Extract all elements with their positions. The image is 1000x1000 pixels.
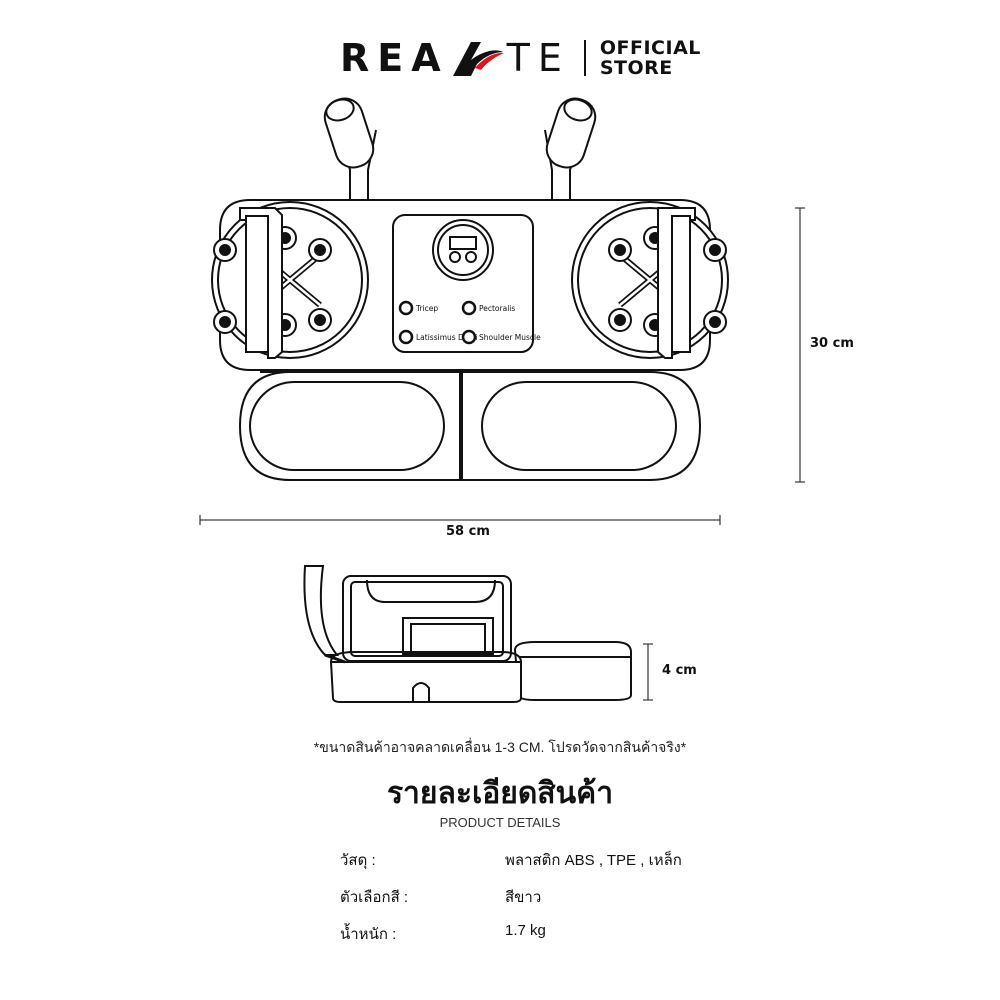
brand-store-line2: STORE bbox=[599, 57, 673, 79]
detail-row-weight: น้ำหนัก : 1.7 kg bbox=[340, 922, 740, 946]
depth-dimension-label: 4 cm bbox=[662, 663, 697, 678]
brand-divider bbox=[583, 40, 586, 76]
width-dimension-line bbox=[199, 515, 721, 525]
height-dimension-line bbox=[795, 207, 805, 483]
detail-row-material: วัสดุ : พลาสติก ABS , TPE , เหล็ก bbox=[340, 848, 740, 872]
panel-button-tricep: Tricep bbox=[398, 300, 438, 316]
panel-button-pectoralis-label: Pectoralis bbox=[479, 304, 515, 313]
device-side-view-drawing bbox=[303, 565, 632, 703]
panel-button-tricep-label: Tricep bbox=[415, 304, 438, 313]
height-dimension-label: 30 cm bbox=[810, 336, 854, 351]
panel-button-shoulder-muscle-label: Shoulder Muscle bbox=[479, 333, 541, 342]
detail-value: พลาสติก ABS , TPE , เหล็ก bbox=[505, 852, 682, 869]
panel-button-latissimus-dorsi-label: Latissimus Dorsi bbox=[416, 333, 478, 342]
width-dimension-label: 58 cm bbox=[446, 524, 490, 539]
brand-name-left: REA bbox=[340, 36, 449, 80]
brand-swoosh-icon bbox=[452, 42, 504, 76]
detail-value: สีขาว bbox=[505, 889, 542, 906]
detail-key: วัสดุ : bbox=[340, 852, 376, 869]
detail-value: 1.7 kg bbox=[505, 922, 546, 939]
panel-button-pectoralis: Pectoralis bbox=[461, 300, 515, 316]
panel-button-latissimus-dorsi: Latissimus Dorsi bbox=[398, 329, 478, 345]
brand-store-line1: OFFICIAL bbox=[599, 37, 701, 59]
brand-logo: REA TE bbox=[340, 36, 570, 80]
detail-row-color: ตัวเลือกสี : สีขาว bbox=[340, 885, 740, 909]
right-handle bbox=[544, 97, 597, 200]
brand-store-label: OFFICIAL STORE bbox=[600, 38, 701, 78]
detail-key: ตัวเลือกสี : bbox=[340, 889, 409, 906]
brand-header: REA TE OFFICIAL STORE bbox=[340, 36, 701, 80]
detail-key: น้ำหนัก : bbox=[340, 926, 397, 943]
size-disclaimer-note: *ขนาดสินค้าอาจคลาดเคลื่อน 1-3 CM. โปรดวั… bbox=[313, 739, 687, 755]
details-subtitle: PRODUCT DETAILS bbox=[439, 815, 561, 830]
panel-button-shoulder-muscle: Shoulder Muscle bbox=[461, 329, 541, 345]
depth-dimension-line bbox=[643, 643, 653, 701]
brand-name-right: TE bbox=[506, 36, 570, 80]
details-title: รายละเอียดสินค้า bbox=[386, 776, 614, 811]
device-top-view-drawing: Tricep Pectoralis Latissimus Dorsi Shoul… bbox=[211, 97, 729, 481]
left-handle bbox=[323, 97, 377, 200]
